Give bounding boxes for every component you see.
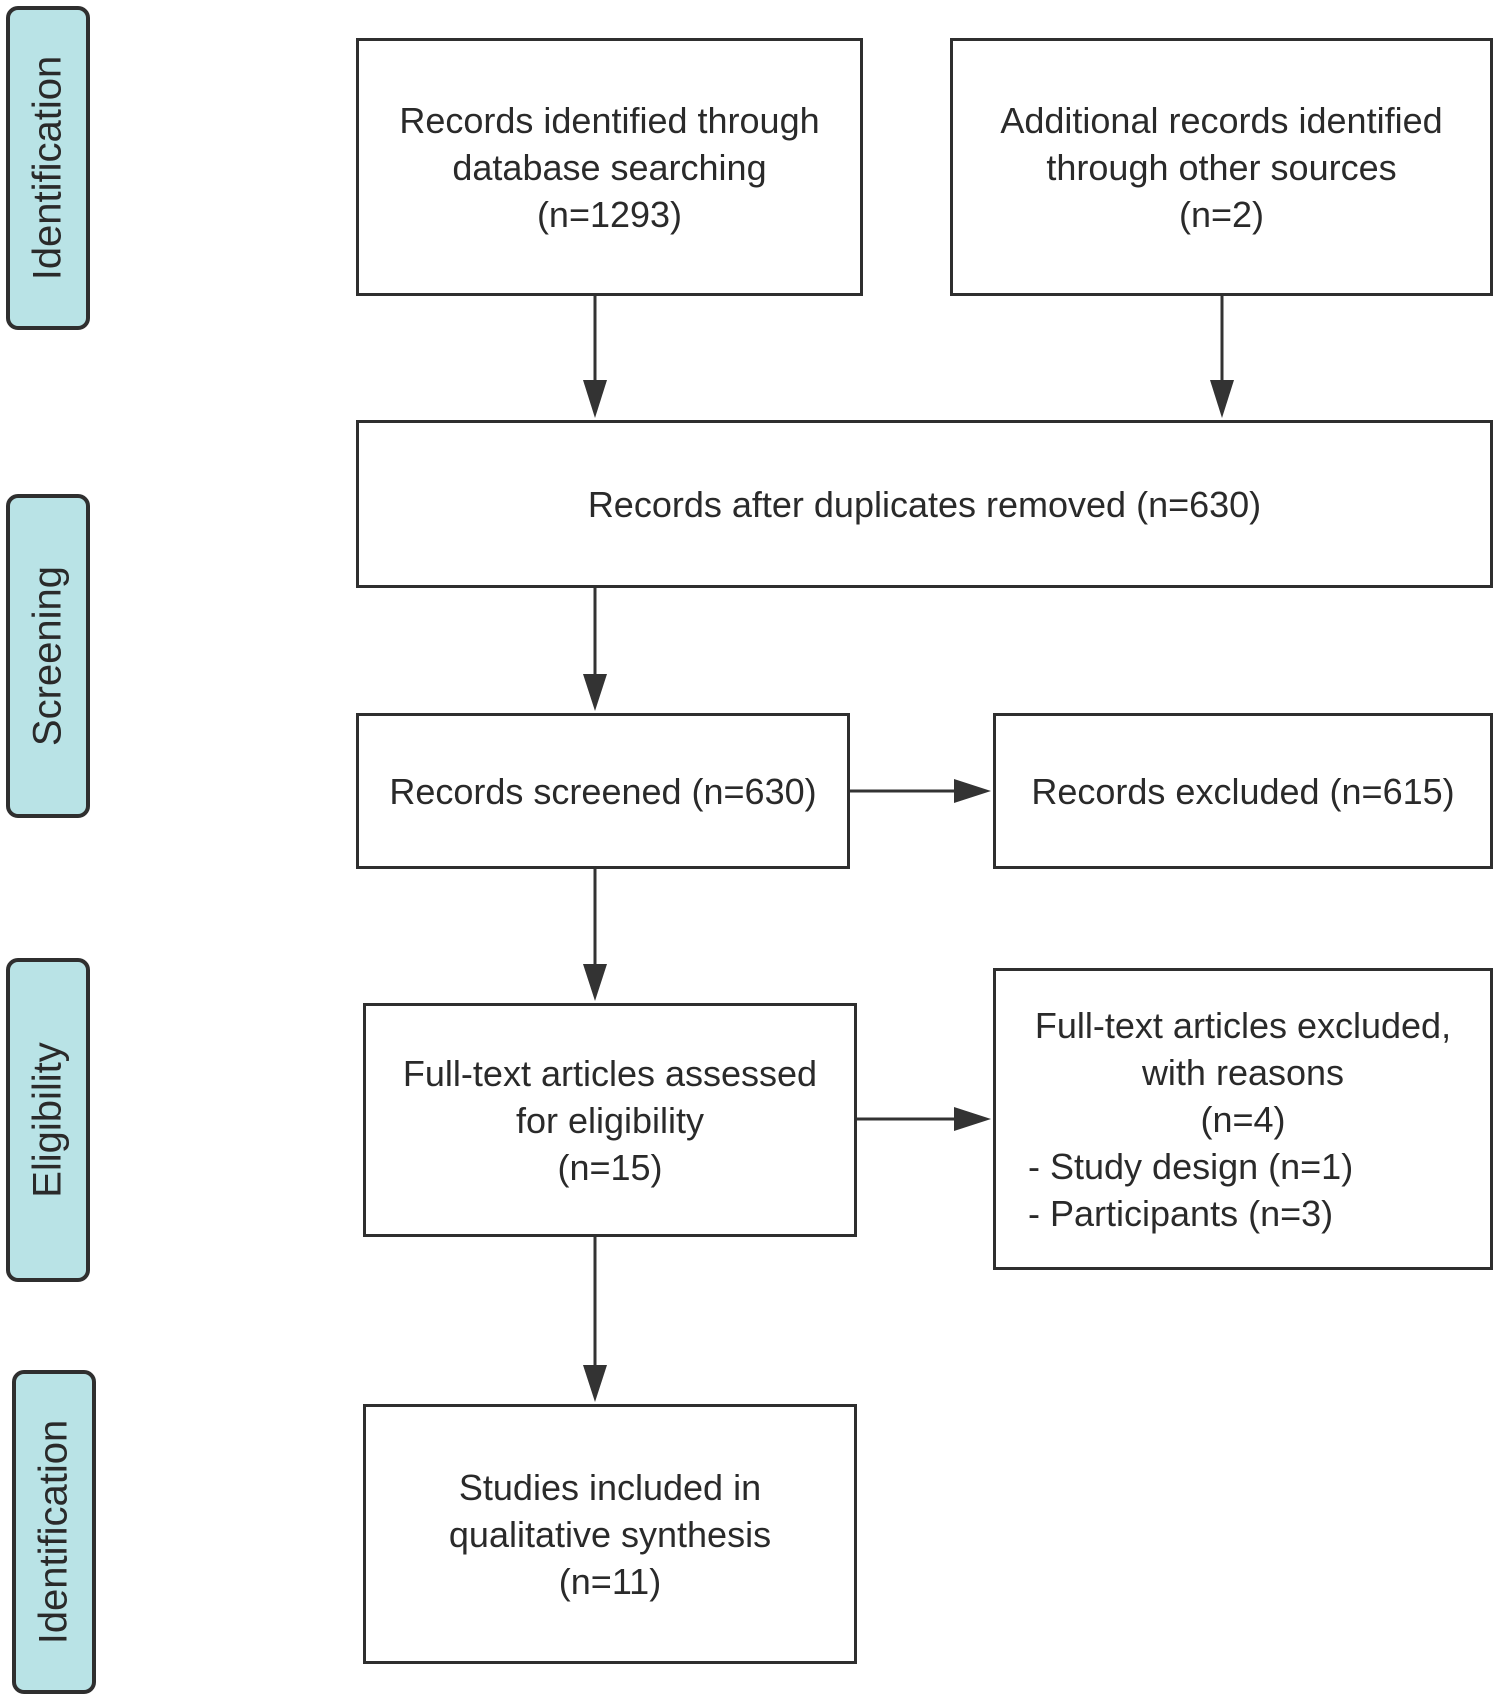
box-text-line: (n=2) xyxy=(1178,193,1265,235)
box-text-line: database searching xyxy=(452,146,767,188)
box-text-line: qualitative synthesis xyxy=(448,1513,772,1555)
box-text-line: through other sources xyxy=(1046,146,1397,188)
box-text-line: Additional records identified xyxy=(1000,99,1443,141)
box-text-line: for eligibility xyxy=(515,1099,705,1141)
records-screened-box: Records screened (n=630) xyxy=(356,713,850,869)
records-excluded-box: Records excluded (n=615) xyxy=(993,713,1493,869)
fulltext-excluded-box: Full-text articles excluded, with reason… xyxy=(993,968,1493,1270)
arrowhead xyxy=(583,964,607,1001)
arrowhead xyxy=(583,1365,607,1402)
box-text-line: Full-text articles excluded, xyxy=(1034,1004,1452,1046)
arrowhead xyxy=(583,674,607,711)
box-text-line: Records excluded (n=615) xyxy=(1031,770,1455,812)
phase-identification: Identification xyxy=(6,6,90,330)
arrowhead xyxy=(583,380,607,418)
phase-identification-final: Identification xyxy=(12,1370,96,1694)
box-text-line: Records identified through xyxy=(399,99,820,141)
phase-screening: Screening xyxy=(6,494,90,818)
box-text-line: (n=15) xyxy=(557,1146,663,1188)
box-text-line: Records screened (n=630) xyxy=(389,770,817,812)
exclusion-reason: - Participants (n=3) xyxy=(1028,1192,1334,1234)
arrowhead xyxy=(954,779,991,803)
exclusion-reason: - Study design (n=1) xyxy=(1028,1145,1354,1187)
arrowhead xyxy=(1210,380,1234,418)
box-text-line: Full-text articles assessed xyxy=(402,1052,818,1094)
box-text-line: (n=1293) xyxy=(536,193,683,235)
box-text-line: Studies included in xyxy=(458,1466,762,1508)
studies-included-box: Studies included in qualitative synthesi… xyxy=(363,1404,857,1664)
arrowhead xyxy=(954,1107,991,1131)
box-text-line: Records after duplicates removed (n=630) xyxy=(587,483,1262,525)
records-database-box: Records identified through database sear… xyxy=(356,38,863,296)
records-other-sources-box: Additional records identified through ot… xyxy=(950,38,1493,296)
box-text-line: (n=4) xyxy=(1200,1098,1286,1140)
box-text-line: (n=11) xyxy=(558,1560,662,1602)
fulltext-assessed-box: Full-text articles assessed for eligibil… xyxy=(363,1003,857,1237)
box-text-line: with reasons xyxy=(1141,1051,1345,1093)
records-after-duplicates-box: Records after duplicates removed (n=630) xyxy=(356,420,1493,588)
phase-eligibility: Eligibility xyxy=(6,958,90,1282)
